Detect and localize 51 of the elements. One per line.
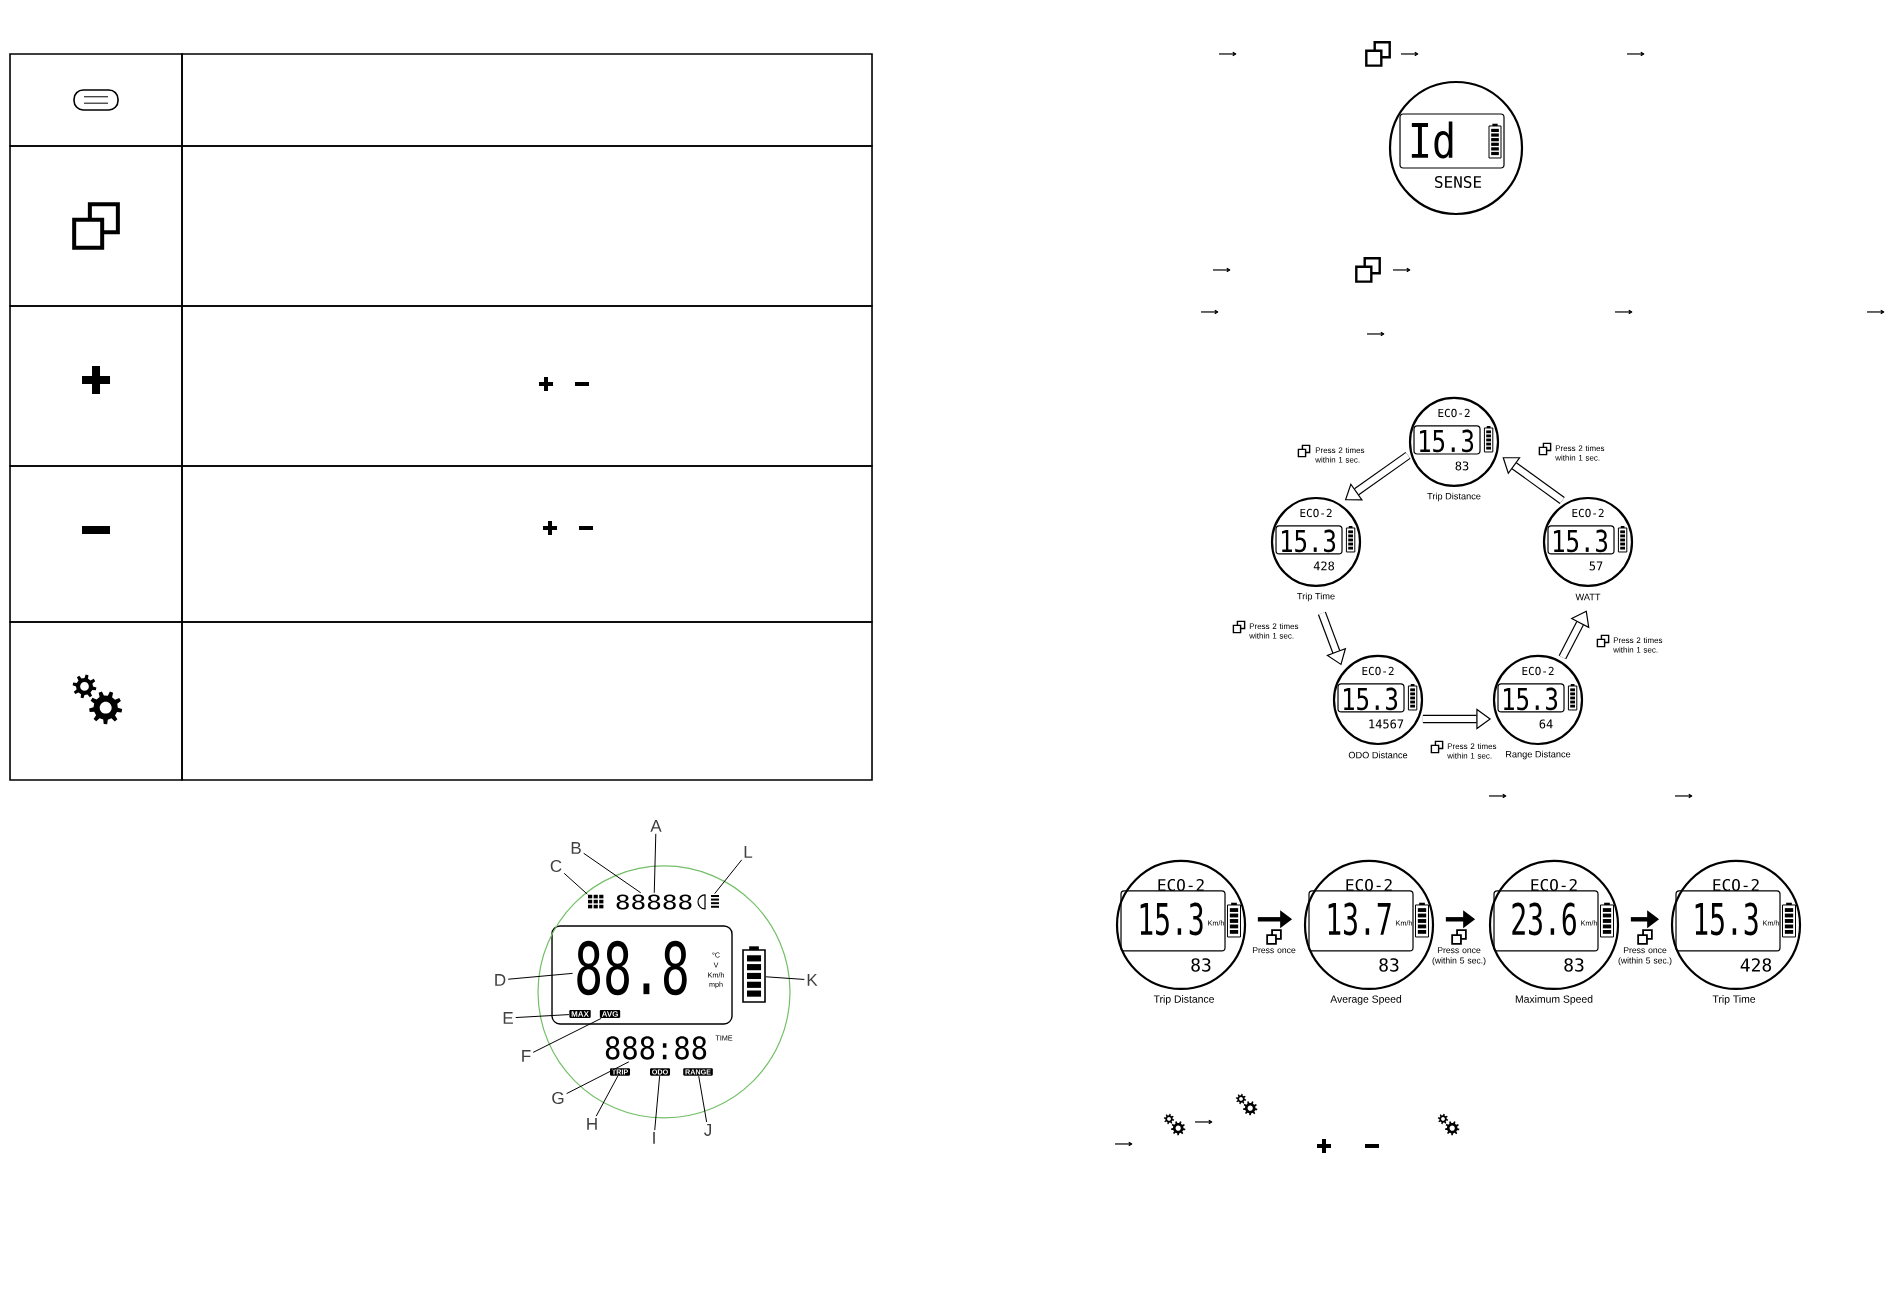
leader-line [583,852,642,894]
arrow [1502,457,1565,505]
speed-digits: 15.3 [1344,687,1398,711]
callout-letter: E [503,1012,513,1024]
leader-line [653,833,657,894]
leader-line [507,972,574,980]
speed-digits: 13.7 [1328,902,1391,936]
callout-letter: B [571,842,581,854]
segment-digits: 88.8 [577,940,687,996]
callout-letter: C [550,859,562,872]
leader-line [566,1061,630,1095]
callout-letter: L [744,846,753,858]
segment-digits: 88888 [616,894,692,910]
mode-text: ECO-2 [1158,878,1204,891]
callout-letter: H [587,1118,597,1130]
mode-text: ECO-2 [1531,878,1577,891]
grid-icon [588,894,604,909]
signal-icon [697,894,719,910]
speed-digits: 15.3 [1695,902,1758,936]
counter-digits: 83 [1191,958,1211,972]
arrow [1558,610,1590,660]
mode-text: ECO-2 [1346,878,1392,891]
leader-line [515,1014,570,1019]
counter-digits: 83 [1564,958,1584,972]
lcd-display [1388,80,1524,216]
speed-digits: 15.3 [1554,529,1608,553]
speed-digits: 15.3 [1282,529,1336,553]
sense-text: SENSE [1435,175,1482,188]
callout-letter: A [650,820,662,832]
leader-line [595,1075,619,1117]
callout-letter: I [653,1132,655,1144]
callout-letter: D [495,974,506,986]
speed-digits: 15.3 [1420,429,1474,453]
leader-line [532,1017,602,1053]
speed-digits: 15.3 [1504,687,1558,711]
speed-digits: 23.6 [1512,902,1576,936]
segment-digits: 888:88 [605,1036,707,1060]
mode-text: ECO-2 [1713,878,1759,891]
leader-line [714,859,743,895]
callout-letter: J [704,1124,711,1136]
callout-letter: K [807,974,818,986]
leader-line [765,976,805,980]
callout-letter: F [522,1050,531,1062]
speed-digits: 15.3 [1140,902,1203,936]
callout-letter: G [552,1091,564,1104]
leader-line [563,872,588,895]
counter-digits: 428 [1740,958,1772,972]
id-text: Id [1411,121,1453,159]
battery-icon [742,946,766,1003]
counter-digits: 83 [1379,958,1399,972]
leader-line [698,1075,708,1123]
